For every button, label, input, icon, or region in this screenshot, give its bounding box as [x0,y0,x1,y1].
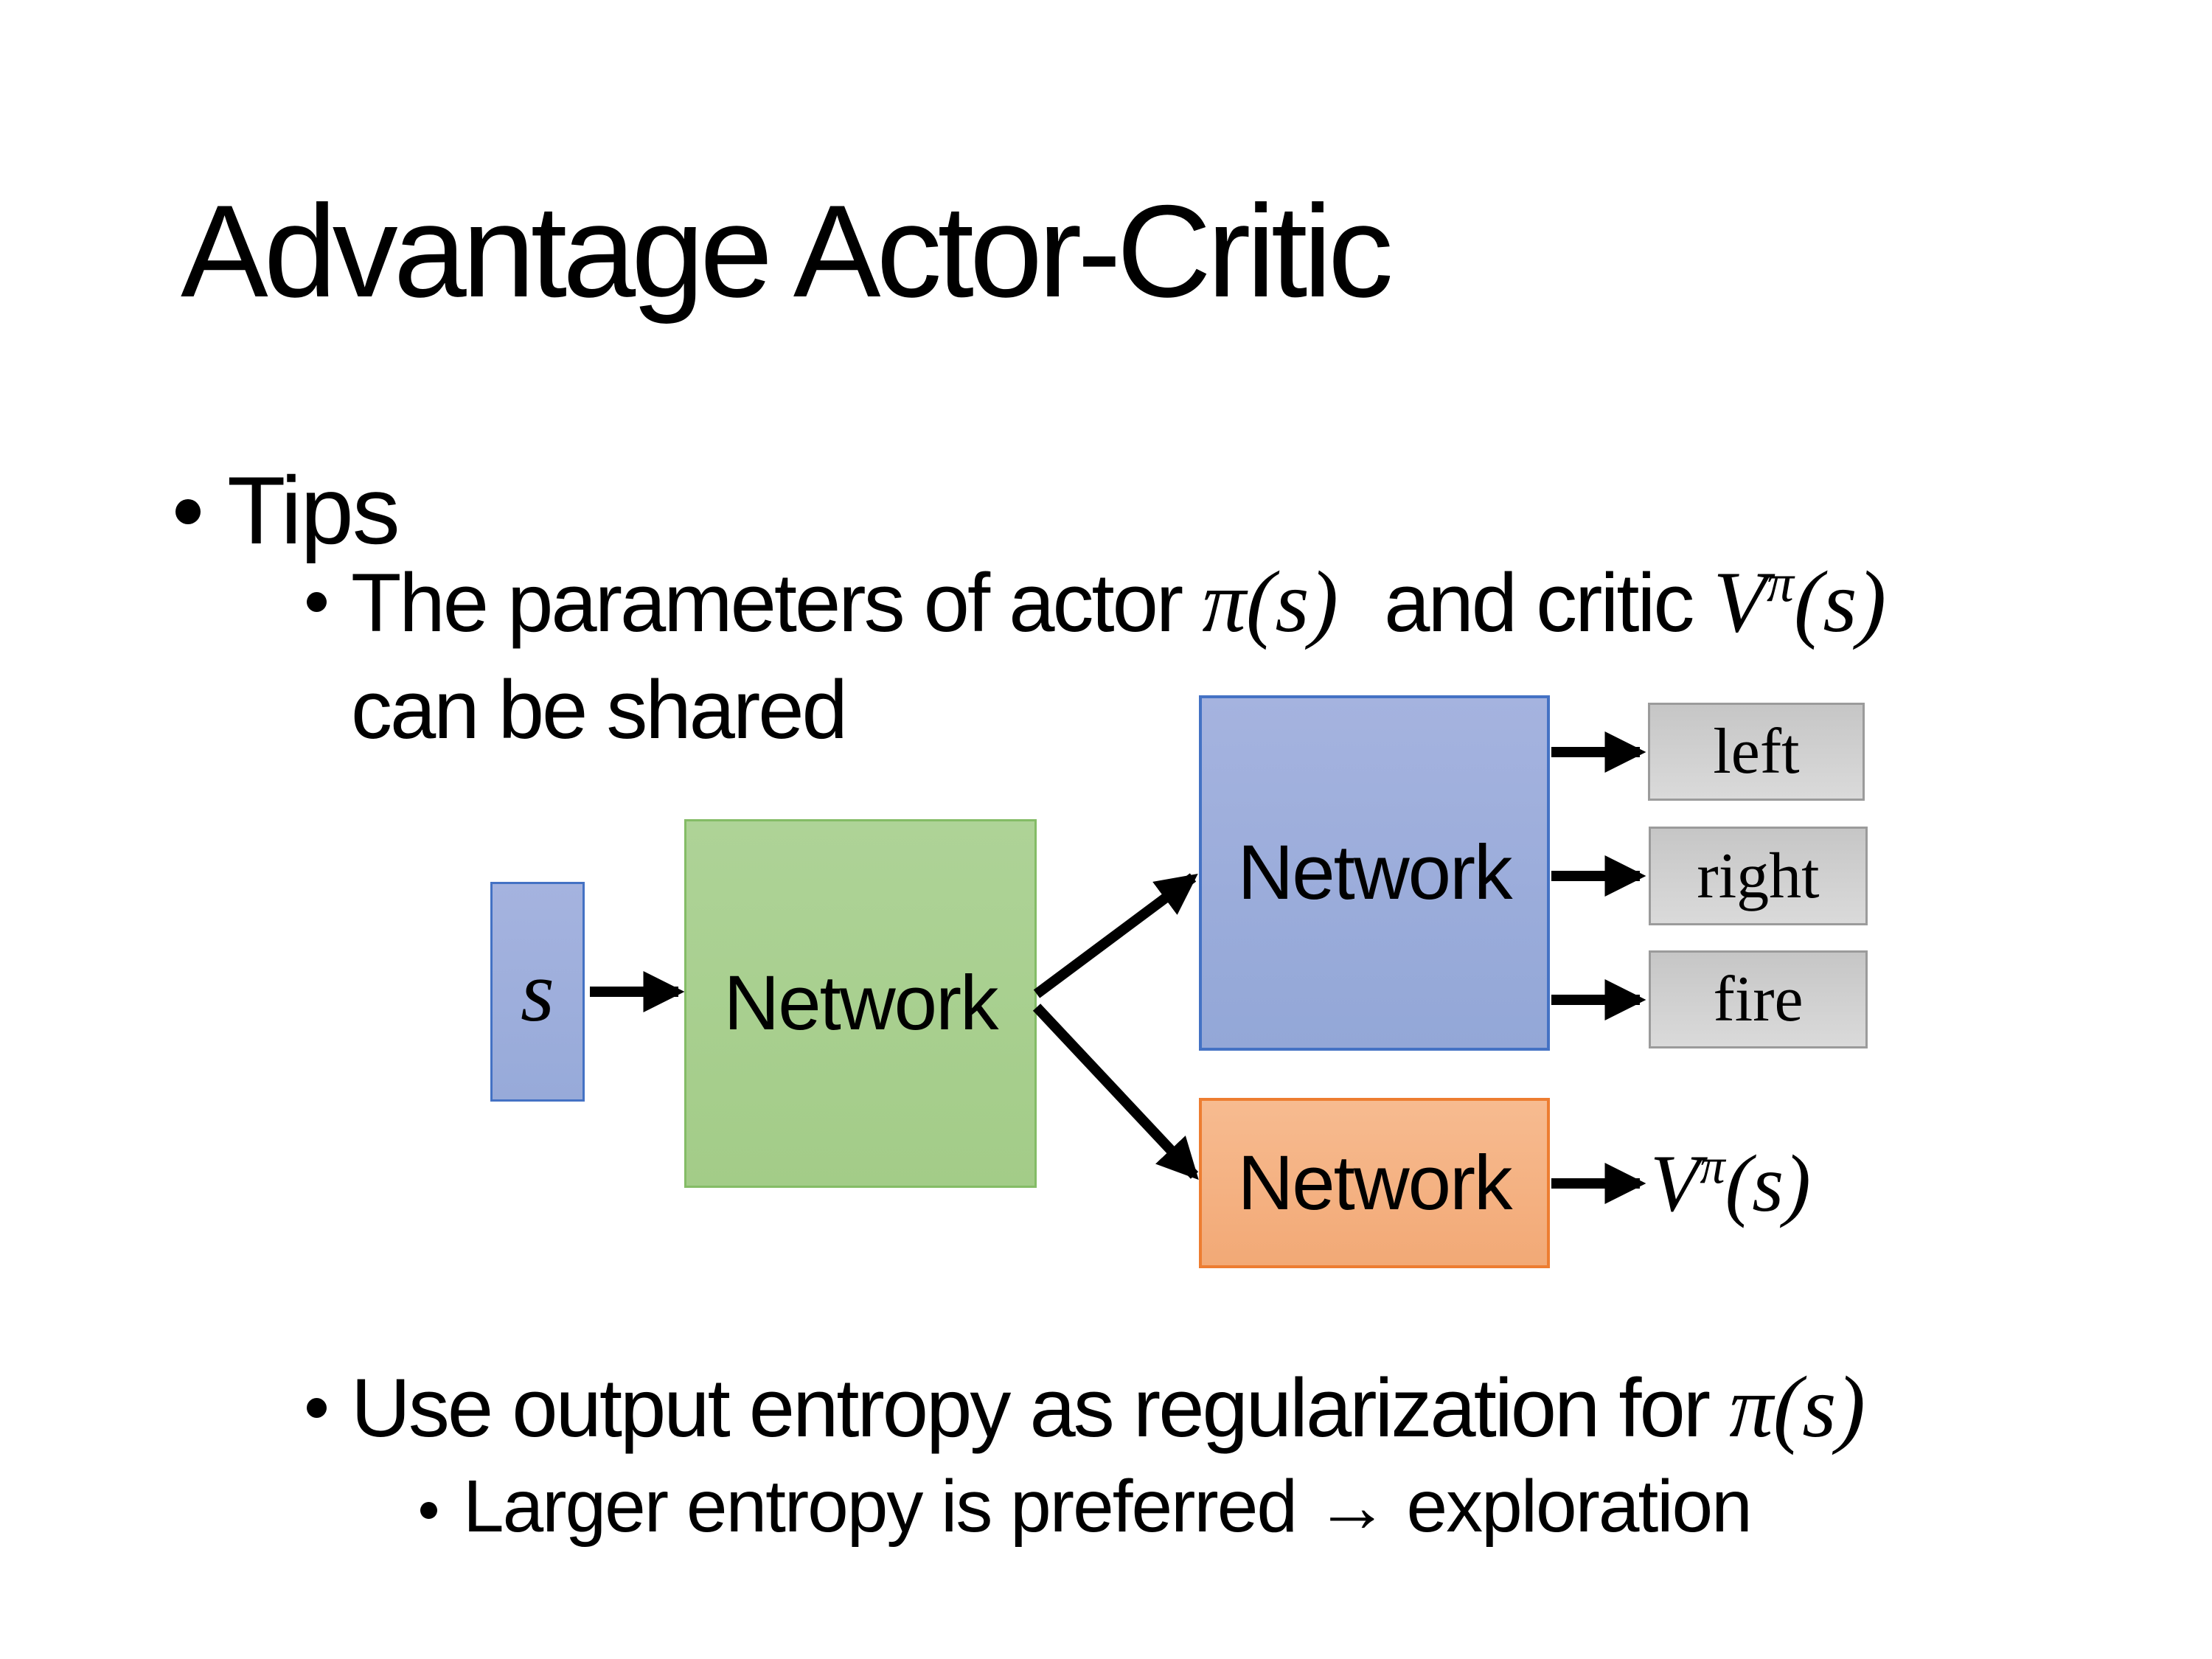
bullet-parameters-text: The parameters of actor [351,557,1203,649]
actor-network-box: Network [1199,695,1550,1051]
actor-network-label: Network [1237,830,1512,916]
action-right-box: right [1649,827,1868,925]
bullet-icon [307,592,327,612]
math-value-function: Vπ(s) [1650,1137,1811,1231]
math-pi-s: π(s) [1202,553,1339,650]
state-box: s [490,882,585,1102]
arrow-shared-to-actor [1033,873,1198,998]
bullet-parameters-mid-text: and critic [1363,557,1714,649]
action-fire-box: fire [1649,950,1868,1048]
math-value-function: Vπ(s) [1713,553,1886,650]
shared-network-label: Network [723,960,998,1046]
bullet-larger-entropy: Larger entropy is preferred → exploratio… [463,1465,1753,1548]
math-v-argument: (s) [1793,553,1887,650]
critic-network-label: Network [1237,1139,1512,1226]
math-v-superscript-pi: π [1767,552,1794,613]
action-fire-label: fire [1713,964,1804,1035]
bullet-entropy-regularization: Use output entropy as regularization for… [351,1357,1865,1458]
bullet-parameters-shared-line2: can be shared [351,664,848,756]
action-left-box: left [1648,703,1865,801]
action-left-label: left [1713,716,1800,787]
bullet-icon [307,1398,327,1418]
bullet-entropy-text: Use output entropy as regularization for [351,1362,1730,1454]
bullet-icon [420,1502,437,1519]
bullet-tips: Tips [227,456,400,564]
action-right-label: right [1697,840,1820,912]
state-label: s [521,943,554,1040]
bullet-icon [175,499,201,524]
math-v-superscript-pi: π [1700,1137,1725,1194]
critic-network-box: Network [1199,1098,1550,1268]
math-v-base: V [1713,553,1767,650]
math-pi-s: π(s) [1729,1358,1865,1455]
slide-title: Advantage Actor-Critic [181,178,1394,324]
bullet-parameters-shared: The parameters of actor π(s) and critic … [351,552,1886,653]
math-v-base: V [1650,1138,1700,1228]
shared-network-box: Network [684,819,1037,1188]
math-v-argument: (s) [1725,1138,1811,1228]
arrow-shared-to-critic [1032,1004,1199,1180]
critic-output-label: Vπ(s) [1650,1135,1811,1231]
